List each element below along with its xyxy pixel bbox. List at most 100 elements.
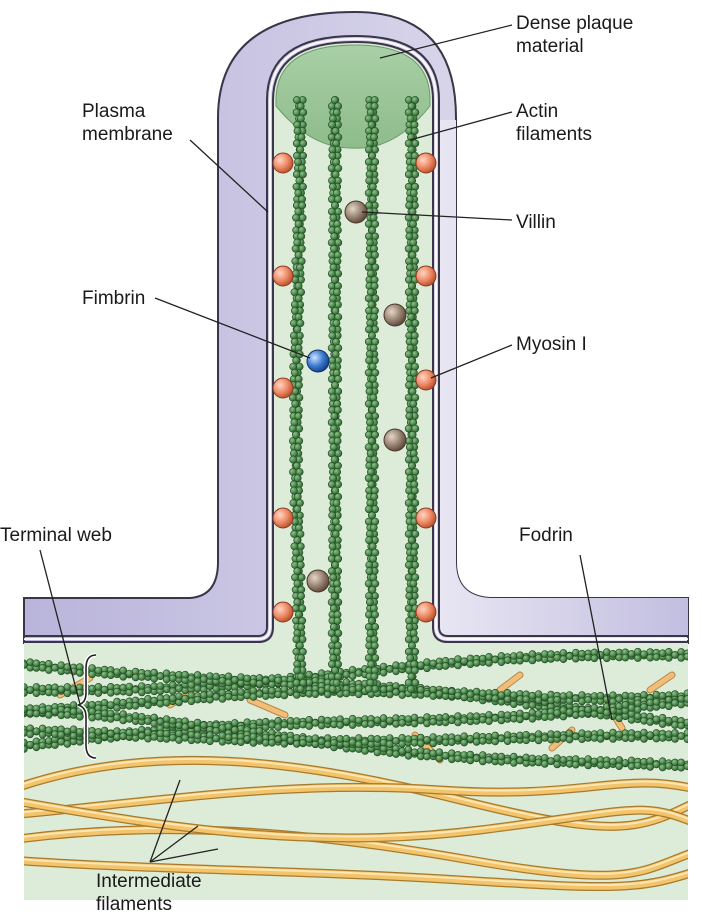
web-bead bbox=[162, 715, 171, 723]
web-bead bbox=[107, 671, 115, 680]
web-bead bbox=[590, 757, 599, 766]
terminal-web-filament bbox=[24, 724, 688, 749]
web-bead bbox=[348, 685, 357, 694]
actin-bead bbox=[329, 213, 338, 222]
actin-bead bbox=[371, 251, 379, 259]
web-bead bbox=[243, 691, 251, 700]
web-bead bbox=[658, 720, 667, 728]
web-bead bbox=[57, 730, 66, 739]
leader-plasma-membrane bbox=[189, 139, 269, 213]
actin-bead bbox=[371, 610, 379, 619]
actin-bead bbox=[407, 536, 416, 545]
web-bead bbox=[652, 653, 661, 661]
myosin-i-bead bbox=[272, 265, 294, 287]
web-bead bbox=[107, 688, 115, 697]
actin-bead bbox=[367, 616, 376, 625]
actin-bead bbox=[291, 399, 300, 408]
web-bead bbox=[683, 718, 688, 727]
label-dense-plaque-material: Dense plaque material bbox=[516, 13, 634, 57]
web-bead bbox=[144, 734, 152, 743]
web-bead bbox=[398, 691, 407, 699]
actin-bead bbox=[408, 251, 417, 259]
myosin-i-bead bbox=[415, 369, 437, 391]
web-bead bbox=[503, 656, 512, 665]
web-bead bbox=[175, 684, 183, 693]
web-bead bbox=[88, 684, 96, 693]
actin-bead bbox=[369, 523, 378, 532]
actin-bead bbox=[298, 170, 307, 179]
web-bead bbox=[323, 734, 332, 742]
web-bead bbox=[76, 727, 84, 736]
web-bead bbox=[522, 695, 531, 704]
web-bead bbox=[212, 726, 220, 735]
web-bead bbox=[138, 682, 146, 690]
web-bead bbox=[392, 720, 400, 728]
myosin-i-bead bbox=[272, 601, 294, 623]
web-bead bbox=[224, 733, 233, 742]
web-bead bbox=[460, 716, 469, 724]
web-bead bbox=[602, 648, 611, 656]
actin-bead bbox=[330, 201, 339, 210]
web-bead bbox=[441, 662, 450, 670]
label-intermediate-filaments: Intermediate filaments bbox=[96, 871, 202, 915]
villin-bead bbox=[383, 428, 407, 452]
web-bead bbox=[429, 717, 438, 726]
myosin-i-bead bbox=[415, 152, 437, 174]
web-bead bbox=[559, 756, 568, 764]
actin-bead bbox=[333, 226, 342, 235]
membrane-right-shade bbox=[440, 120, 688, 635]
web-bead bbox=[200, 691, 208, 700]
web-bead bbox=[547, 757, 555, 765]
web-bead bbox=[466, 690, 475, 699]
web-bead bbox=[354, 716, 363, 725]
web-bead bbox=[503, 711, 512, 720]
web-bead bbox=[398, 719, 407, 727]
web-bead bbox=[671, 651, 679, 659]
actin-bead bbox=[410, 548, 418, 557]
web-bead bbox=[503, 737, 512, 746]
web-bead bbox=[119, 716, 127, 725]
web-bead bbox=[392, 661, 400, 670]
web-bead bbox=[627, 692, 636, 700]
actin-bead bbox=[368, 331, 376, 340]
web-bead bbox=[237, 738, 245, 747]
myosin-i-bead bbox=[272, 152, 294, 174]
web-bead bbox=[621, 701, 630, 709]
actin-bead bbox=[332, 139, 341, 148]
web-bead bbox=[44, 726, 53, 735]
web-bead bbox=[652, 715, 661, 724]
web-bead bbox=[578, 691, 586, 699]
web-bead bbox=[602, 761, 611, 769]
web-bead bbox=[534, 654, 543, 662]
web-bead bbox=[503, 695, 512, 704]
actin-bead bbox=[293, 325, 302, 334]
web-bead bbox=[677, 732, 686, 740]
web-bead bbox=[497, 734, 506, 743]
web-bead bbox=[299, 720, 307, 729]
label-villin: Villin bbox=[516, 212, 556, 233]
web-bead bbox=[584, 730, 593, 739]
web-bead bbox=[590, 654, 599, 663]
web-bead bbox=[522, 753, 531, 762]
web-bead bbox=[392, 688, 400, 696]
web-bead bbox=[466, 734, 475, 743]
actin-bead bbox=[410, 127, 419, 135]
web-bead bbox=[218, 731, 227, 740]
web-bead bbox=[596, 691, 605, 700]
actin-bead bbox=[328, 182, 337, 191]
web-bead bbox=[547, 713, 555, 721]
actin-bead bbox=[298, 201, 307, 210]
actin-bead bbox=[294, 251, 303, 259]
web-bead bbox=[565, 691, 574, 699]
web-bead bbox=[454, 754, 462, 763]
web-bead bbox=[243, 674, 251, 683]
web-bead bbox=[342, 670, 351, 679]
web-bead bbox=[633, 761, 642, 770]
web-bead bbox=[658, 734, 667, 742]
web-bead bbox=[200, 675, 208, 684]
web-bead bbox=[224, 672, 233, 681]
actin-bead bbox=[290, 306, 299, 315]
actin-bead bbox=[296, 319, 305, 328]
web-bead bbox=[231, 676, 239, 684]
web-bead bbox=[677, 758, 686, 767]
